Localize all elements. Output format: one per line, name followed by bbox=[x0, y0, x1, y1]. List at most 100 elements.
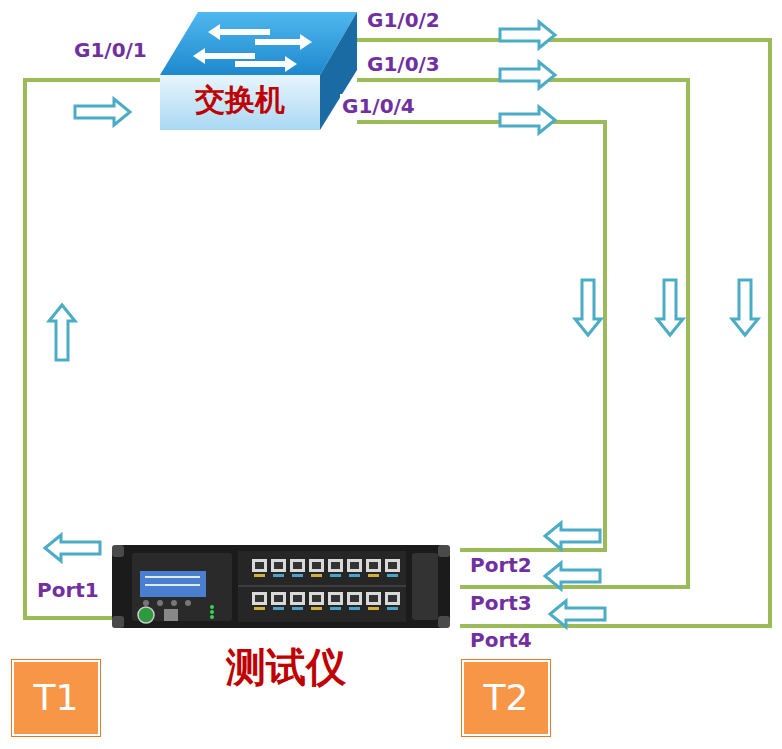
switch-arrow bbox=[235, 56, 297, 72]
sfp-port bbox=[366, 592, 381, 605]
sfp-port bbox=[347, 559, 362, 572]
sfp-slot bbox=[350, 562, 359, 569]
sfp-port bbox=[290, 559, 305, 572]
port-tab bbox=[254, 607, 265, 610]
port-tab bbox=[254, 574, 265, 577]
switch-arrow bbox=[208, 24, 270, 40]
screen-line bbox=[145, 584, 200, 586]
usb-port bbox=[164, 609, 178, 621]
sfp-slot bbox=[388, 595, 397, 602]
tester-button bbox=[185, 600, 191, 606]
tester-port-label: Port4 bbox=[468, 628, 534, 652]
device-name: 测试仪 bbox=[112, 643, 460, 691]
status-led bbox=[210, 615, 214, 619]
cable bbox=[25, 80, 160, 618]
status-led bbox=[210, 610, 214, 614]
flow-arrow bbox=[45, 535, 100, 561]
sfp-slot bbox=[312, 595, 321, 602]
switch-port-label: G1/0/4 bbox=[340, 94, 417, 118]
arrow-head bbox=[545, 563, 600, 589]
port-tab bbox=[368, 574, 379, 577]
port-tab bbox=[273, 574, 284, 577]
port-tab bbox=[292, 574, 303, 577]
tester-button bbox=[157, 600, 163, 606]
port-tab bbox=[349, 574, 360, 577]
port-tab bbox=[330, 607, 341, 610]
arrow-head bbox=[545, 523, 600, 549]
tester-screen bbox=[140, 571, 206, 597]
switch-name: 交换机 bbox=[160, 82, 320, 118]
flow-arrow bbox=[575, 280, 601, 335]
flow-arrow bbox=[500, 62, 555, 88]
sfp-slot bbox=[331, 595, 340, 602]
card-divider bbox=[238, 586, 406, 587]
cable bbox=[357, 122, 605, 550]
sfp-port bbox=[385, 592, 400, 605]
switch-port-label: G1/0/2 bbox=[365, 8, 442, 32]
sfp-slot bbox=[274, 562, 283, 569]
switch-icon: 交换机 bbox=[160, 12, 357, 130]
sfp-slot bbox=[255, 562, 264, 569]
sfp-port bbox=[347, 592, 362, 605]
sfp-port bbox=[309, 592, 324, 605]
switch-arrow bbox=[255, 34, 312, 50]
sfp-slot bbox=[350, 595, 359, 602]
screen-line bbox=[145, 576, 200, 578]
arrow-head bbox=[550, 601, 605, 627]
sfp-port bbox=[290, 592, 305, 605]
port-tab bbox=[387, 574, 398, 577]
port-tab bbox=[292, 607, 303, 610]
tester-corner bbox=[112, 545, 124, 557]
wire-group bbox=[25, 40, 770, 626]
flow-arrow bbox=[500, 107, 555, 133]
sfp-slot bbox=[274, 595, 283, 602]
flow-arrow bbox=[732, 280, 758, 335]
cable bbox=[357, 80, 688, 587]
port-tab bbox=[311, 607, 322, 610]
sfp-slot bbox=[331, 562, 340, 569]
sfp-port bbox=[328, 592, 343, 605]
tester-corner bbox=[438, 545, 450, 557]
sfp-slot bbox=[293, 562, 302, 569]
tag-box: T2 bbox=[462, 660, 550, 736]
tester-button bbox=[143, 600, 149, 606]
tester-body bbox=[112, 545, 450, 628]
flow-arrow bbox=[49, 305, 75, 360]
sfp-slot bbox=[293, 595, 302, 602]
sfp-slot bbox=[388, 562, 397, 569]
flow-arrow bbox=[657, 280, 683, 335]
switch-port-label: G1/0/3 bbox=[365, 52, 442, 76]
sfp-port bbox=[252, 592, 267, 605]
flow-arrow bbox=[500, 22, 555, 48]
tag-box: T1 bbox=[12, 660, 100, 736]
sfp-port bbox=[328, 559, 343, 572]
arrow-head bbox=[75, 99, 130, 125]
arrow-group bbox=[45, 22, 758, 627]
port-tab bbox=[387, 607, 398, 610]
port-card bbox=[238, 551, 406, 622]
tester-corner bbox=[438, 616, 450, 628]
tag-text: T1 bbox=[34, 677, 79, 719]
tester-device: 测试仪 bbox=[112, 545, 460, 705]
port-tab bbox=[273, 607, 284, 610]
port-tab bbox=[349, 607, 360, 610]
sfp-slot bbox=[312, 562, 321, 569]
switch-front bbox=[160, 75, 320, 130]
switch-port-label: G1/0/1 bbox=[72, 38, 149, 62]
port-tab bbox=[311, 574, 322, 577]
tester-port-label: Port1 bbox=[35, 578, 101, 602]
tester-button bbox=[171, 600, 177, 606]
tester-port-label: Port2 bbox=[468, 553, 534, 577]
tester-illustration bbox=[112, 545, 450, 628]
power-button bbox=[138, 607, 154, 623]
side-panel bbox=[412, 553, 438, 620]
sfp-slot bbox=[369, 595, 378, 602]
sfp-port bbox=[366, 559, 381, 572]
sfp-port bbox=[271, 592, 286, 605]
sfp-slot bbox=[255, 595, 264, 602]
port-tab bbox=[368, 607, 379, 610]
tester-port-label: Port3 bbox=[468, 591, 534, 615]
tag-text: T2 bbox=[484, 677, 529, 719]
tester-corner bbox=[112, 616, 124, 628]
